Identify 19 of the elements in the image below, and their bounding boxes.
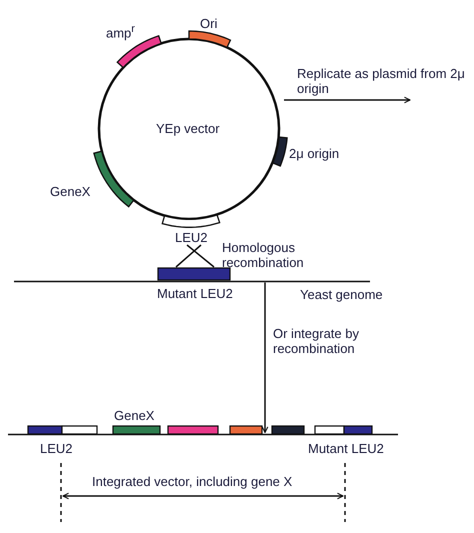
plasmid-name: YEp vector [156,121,220,136]
gene-label: Mutant LEU2 [157,286,233,301]
gene-label: GeneX [114,408,154,423]
edge-label: Homologous recombination [222,240,305,270]
genome-label: Yeast genome [300,287,383,302]
gene-label: 2μ origin [288,146,340,161]
gene-label: LEU2 [174,230,208,245]
edge-label: Replicate as plasmid from 2μ origin [297,66,466,96]
gene-label: GeneX [50,184,90,199]
gene-label: amp$^{r}$ [106,22,135,40]
gene-label: Mutant LEU2 [308,441,384,456]
crossover-line [176,244,202,268]
arrow [284,96,411,104]
arrow [262,282,268,434]
gene-label: Ori [200,16,218,31]
edge-label: Or integrate by recombination [273,326,360,356]
crossover-line [186,244,214,268]
gene-label: LEU2 [40,441,73,456]
dimension-label: Integrated vector, including gene X [92,474,292,489]
